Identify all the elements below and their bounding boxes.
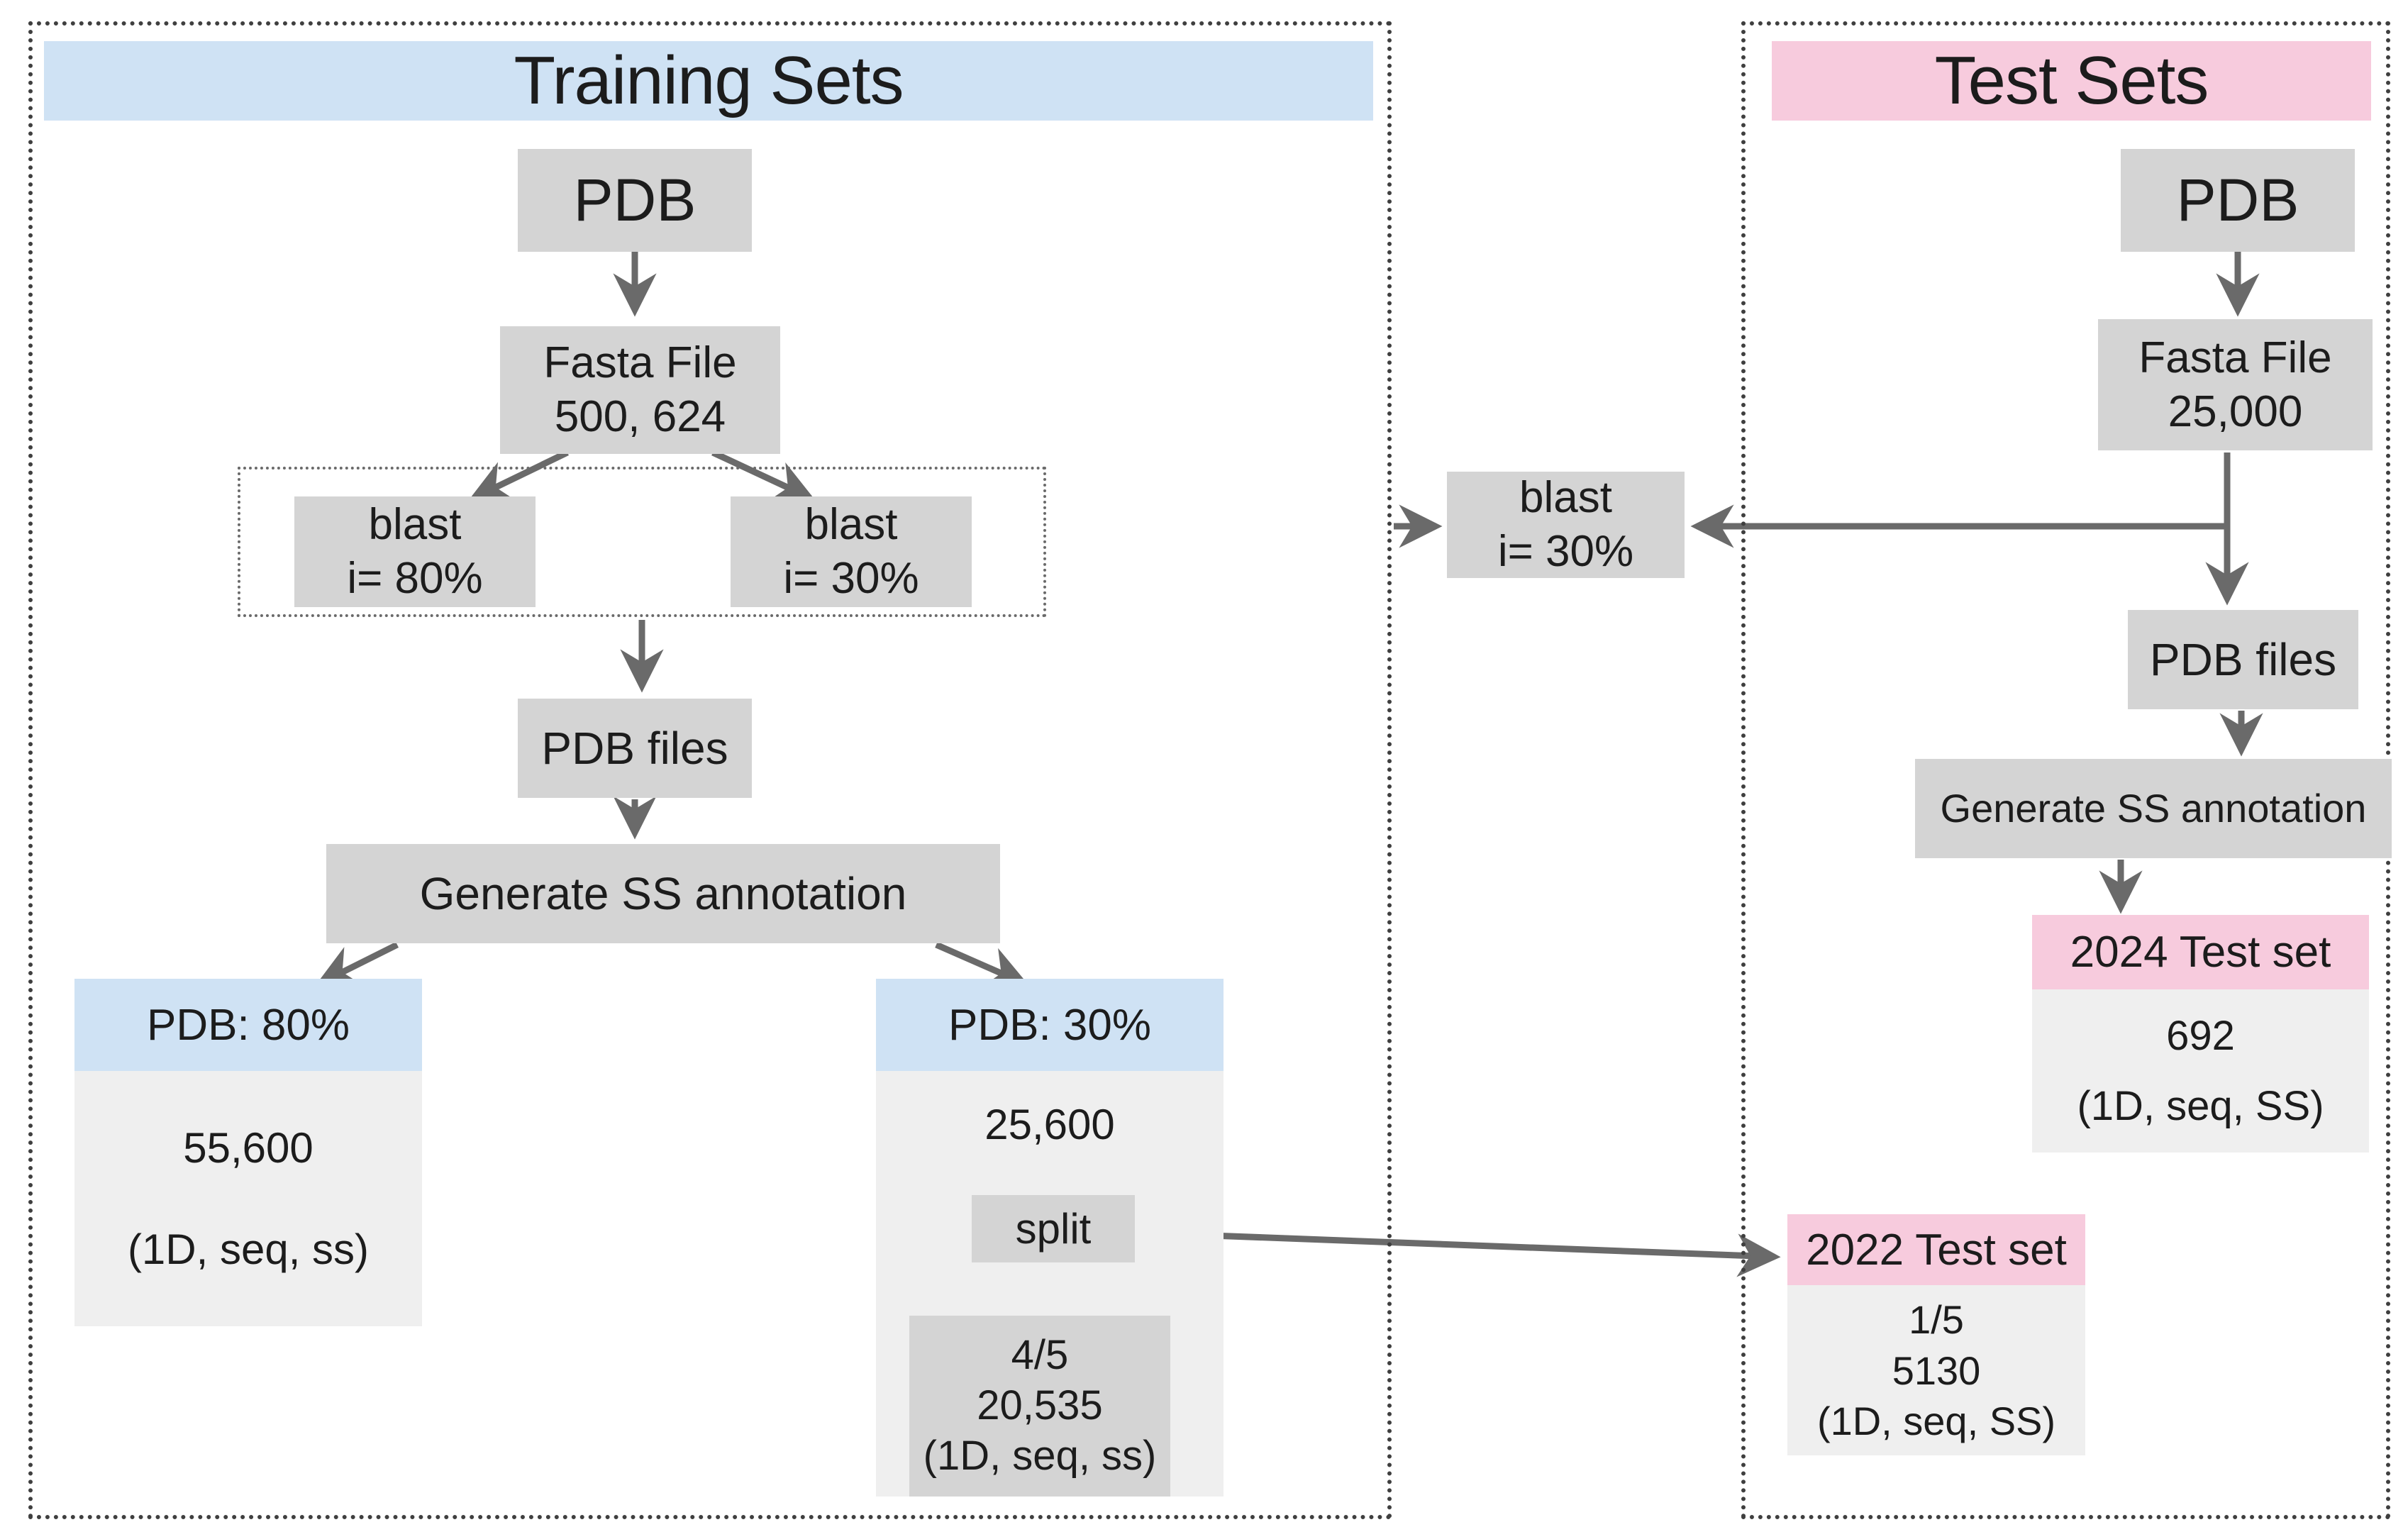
- test-fasta-label: Fasta File: [2138, 333, 2332, 382]
- test2022-count: 5130: [1892, 1348, 1981, 1393]
- test2024-header-label: 2024 Test set: [2070, 928, 2331, 977]
- test-genss-box: Generate SS annotation: [1915, 759, 2392, 858]
- subset-count: 20,535: [977, 1382, 1103, 1429]
- training-blast30-box: blast i= 30%: [731, 496, 972, 607]
- test-pdb-box: PDB: [2121, 149, 2355, 252]
- training-blast80-box: blast i= 80%: [294, 496, 536, 607]
- training-genss-box: Generate SS annotation: [326, 844, 1000, 943]
- training-pdb-box: PDB: [518, 149, 752, 252]
- test-pdb-label: PDB: [2176, 167, 2299, 234]
- arrow-split-to-2022set: [1136, 1229, 1781, 1277]
- test2022-header: 2022 Test set: [1787, 1214, 2085, 1285]
- arrow-fasta-to-blast30-train: [711, 449, 816, 502]
- test2022-body: 1/5 5130 (1D, seq, SS): [1787, 1285, 2085, 1455]
- test-fasta-box: Fasta File 25,000: [2098, 319, 2373, 450]
- arrow-fasta-to-blast80: [468, 449, 569, 501]
- test2022-header-label: 2022 Test set: [1806, 1225, 2067, 1275]
- pdb80-result-header: PDB: 80%: [74, 979, 422, 1071]
- test2024-count: 692: [2166, 1013, 2235, 1059]
- training-fasta-box: Fasta File 500, 624: [500, 326, 780, 454]
- middle-blast30-box: blast i= 30%: [1447, 472, 1685, 578]
- middle-blast-identity: i= 30%: [1497, 527, 1634, 576]
- test-title-label: Test Sets: [1934, 43, 2209, 118]
- pdb30-result-header: PDB: 30%: [876, 979, 1224, 1071]
- training-panel-border: [28, 21, 1392, 1519]
- split-label: split: [1015, 1204, 1092, 1253]
- test-genss-label: Generate SS annotation: [1940, 785, 2367, 831]
- test2022-fraction: 1/5: [1909, 1297, 1964, 1343]
- test-pdbfiles-label: PDB files: [2149, 633, 2337, 685]
- subset-4-5-box: 4/5 20,535 (1D, seq, ss): [909, 1316, 1170, 1497]
- training-title-label: Training Sets: [514, 43, 904, 118]
- test-panel-title: Test Sets: [1772, 41, 2371, 121]
- pdb80-tuple: (1D, seq, ss): [127, 1226, 370, 1273]
- split-box: split: [972, 1195, 1135, 1262]
- middle-blast-label: blast: [1519, 473, 1612, 523]
- pdb30-count: 25,600: [876, 1096, 1224, 1153]
- subset-tuple: (1D, seq, ss): [923, 1432, 1157, 1479]
- test-fasta-count: 25,000: [2168, 387, 2303, 436]
- pdb80-header-label: PDB: 80%: [146, 1000, 350, 1050]
- pdb30-count-label: 25,600: [984, 1100, 1115, 1148]
- training-fasta-count: 500, 624: [554, 392, 726, 441]
- test2024-body: 692 (1D, seq, SS): [2032, 989, 2369, 1153]
- blast30-train-identity: i= 30%: [783, 554, 919, 603]
- blast-group-border: [238, 467, 1046, 617]
- test-pdbfiles-box: PDB files: [2128, 610, 2358, 709]
- blast80-label: blast: [368, 500, 462, 550]
- pdb80-count: 55,600: [183, 1124, 314, 1172]
- training-pdbfiles-label: PDB files: [541, 722, 728, 774]
- training-pdb-label: PDB: [573, 167, 697, 234]
- training-fasta-label: Fasta File: [543, 338, 737, 388]
- test2024-header: 2024 Test set: [2032, 915, 2369, 989]
- arrow-genss-to-pdb30: [935, 941, 1029, 988]
- training-panel-title: Training Sets: [44, 41, 1373, 121]
- test2022-tuple: (1D, seq, SS): [1816, 1398, 2056, 1443]
- blast80-identity: i= 80%: [347, 554, 483, 603]
- training-genss-label: Generate SS annotation: [419, 867, 907, 919]
- subset-fraction: 4/5: [1011, 1332, 1069, 1379]
- pdb80-result-body: 55,600 (1D, seq, ss): [74, 1071, 422, 1326]
- test2024-tuple: (1D, seq, SS): [2077, 1083, 2324, 1129]
- pdb30-header-label: PDB: 30%: [948, 1000, 1152, 1050]
- blast30-train-label: blast: [804, 500, 898, 550]
- arrow-genss-to-pdb80: [315, 941, 399, 987]
- training-pdbfiles-box: PDB files: [518, 699, 752, 798]
